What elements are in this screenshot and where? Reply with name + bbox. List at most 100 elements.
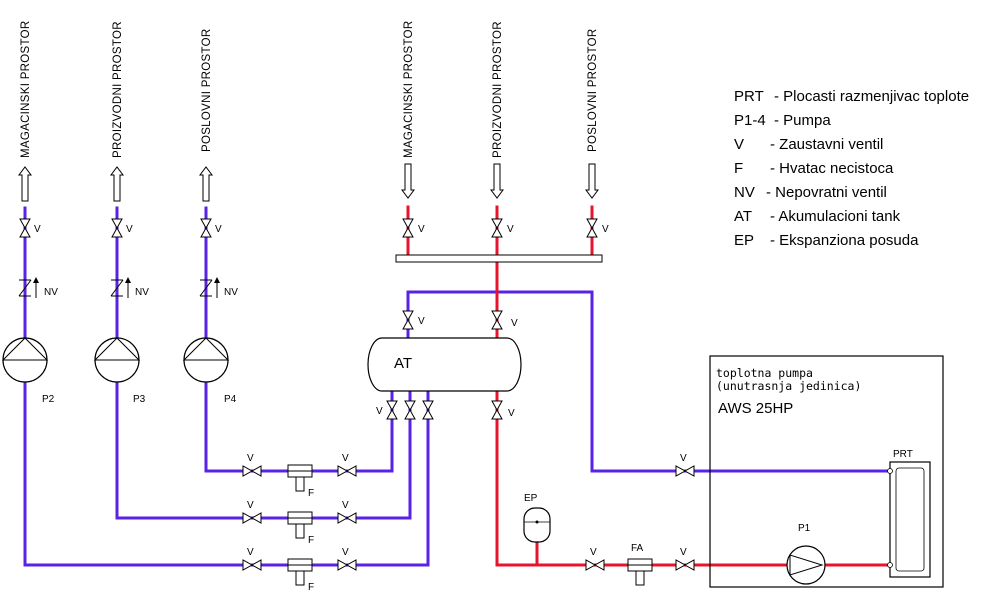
p2-label: P2 (42, 394, 55, 405)
legend-desc: - Pumpa (774, 112, 831, 129)
legend-desc: - Ekspanziona posuda (770, 232, 919, 249)
nv-label-p4: NV (224, 287, 238, 298)
valve-row2-b (337, 512, 357, 524)
valve-row3-b (337, 559, 357, 571)
legend: PRT - Plocasti razmenjivac toplote P1-4 … (734, 88, 996, 256)
legend-abbr: PRT (734, 88, 764, 105)
arrow-up-out2-icon (110, 166, 124, 202)
legend-abbr: AT (734, 208, 753, 225)
v-label-at-bottom: V (376, 406, 383, 417)
v-label-in1: V (418, 224, 425, 235)
nv-label-p3: NV (135, 287, 149, 298)
legend-abbr: F (734, 160, 744, 177)
check-valve-p4 (199, 277, 220, 298)
heat-pump-title: toplotna pumpa (716, 366, 813, 380)
p1-label: P1 (798, 523, 811, 534)
v-label-out1: V (34, 224, 41, 235)
legend-abbr: NV (734, 184, 755, 201)
p4-label: P4 (224, 394, 237, 405)
p3-label: P3 (133, 394, 146, 405)
valve-supply-b (675, 559, 695, 571)
room-label-in3: POSLOVNI PROSTOR (587, 29, 599, 152)
valve-at-bottom-1 (386, 400, 398, 420)
legend-desc: - Nepovratni ventil (766, 184, 887, 201)
expansion-vessel (523, 507, 551, 543)
plate-heat-exchanger (889, 461, 931, 578)
filter-fa (627, 558, 653, 586)
valve-at-supply-top (491, 310, 503, 330)
v-label-out2: V (126, 224, 133, 235)
arrow-up-out3-icon (199, 166, 213, 202)
legend-row-nv: NV - Nepovratni ventil (734, 184, 996, 208)
valve-at-return-top (402, 310, 414, 330)
valve-at-bottom-2 (404, 400, 416, 420)
legend-abbr: EP (734, 232, 755, 249)
prt-port-return (887, 468, 893, 474)
legend-row-at: AT - Akumulacioni tank (734, 208, 996, 232)
room-label-in1: MAGACINSKI PROSTOR (403, 21, 415, 158)
prt-label: PRT (893, 449, 913, 460)
v-label-row2-b: V (342, 500, 349, 511)
legend-row-pumps: P1-4 - Pumpa (734, 112, 996, 136)
legend-desc: - Plocasti razmenjivac toplote (774, 88, 970, 105)
v-label-row3-b: V (342, 547, 349, 558)
v-label-at-supply-bottom: V (508, 408, 515, 419)
room-label-out1: MAGACINSKI PROSTOR (20, 21, 32, 158)
valve-row1-a (242, 465, 262, 477)
valve-at-bottom-3 (422, 400, 434, 420)
pump-p1-arrow-icon (789, 554, 824, 576)
expansion-vessel-dot (535, 520, 539, 524)
valve-out3 (200, 218, 212, 238)
valve-prt-return (675, 465, 695, 477)
room-label-in2: PROIZVODNI PROSTOR (492, 21, 504, 158)
v-label-prt-return: V (680, 453, 687, 464)
v-label-in2: V (507, 224, 514, 235)
arrow-up-out1-icon (18, 166, 32, 202)
check-valve-p3 (110, 277, 131, 298)
pump-p3 (93, 337, 141, 383)
legend-row-f: F - Hvatac necistoca (734, 160, 996, 184)
arrow-down-in2-icon (490, 163, 504, 199)
valve-in2 (491, 218, 503, 238)
plate-heat-exchanger-inner (895, 467, 925, 572)
legend-desc: - Akumulacioni tank (770, 208, 901, 225)
distribution-header (395, 254, 603, 263)
valve-row2-a (242, 512, 262, 524)
heat-pump-model: AWS 25HP (718, 400, 793, 417)
legend-row-ep: EP - Ekspanziona posuda (734, 232, 996, 256)
v-label-row1-a: V (247, 453, 254, 464)
nv-label-p2: NV (44, 287, 58, 298)
valve-in3 (586, 218, 598, 238)
fa-label: FA (631, 543, 644, 554)
heat-pump-subtitle: (unutrasnja jedinica) (716, 379, 861, 393)
check-valve-p2 (18, 277, 39, 298)
prt-port-supply (887, 562, 893, 568)
at-label: AT (394, 355, 412, 372)
f-label-row3: F (308, 582, 314, 593)
legend-desc: - Zaustavni ventil (770, 136, 884, 153)
legend-abbr: P1-4 (734, 112, 766, 129)
heat-pump-unit-box (709, 355, 944, 588)
room-label-out2: PROIZVODNI PROSTOR (112, 21, 124, 158)
v-label-out3: V (215, 224, 222, 235)
valve-out2 (111, 218, 123, 238)
legend-desc: - Hvatac necistoca (770, 160, 894, 177)
valve-row3-a (242, 559, 262, 571)
v-label-in3: V (602, 224, 609, 235)
v-label-row3-a: V (247, 547, 254, 558)
valve-row1-b (337, 465, 357, 477)
arrow-down-in3-icon (585, 163, 599, 199)
v-label-row1-b: V (342, 453, 349, 464)
legend-row-v: V - Zaustavni ventil (734, 136, 996, 160)
valve-supply-a (585, 559, 605, 571)
ep-label: EP (524, 493, 538, 504)
valve-at-supply-bottom (491, 400, 503, 420)
valve-in1 (402, 218, 414, 238)
f-label-row2: F (308, 535, 314, 546)
arrow-down-in1-icon (401, 163, 415, 199)
f-label-row1: F (308, 488, 314, 499)
v-label-supply-a: V (590, 547, 597, 558)
v-label-at-supply-top: V (511, 318, 518, 329)
supply-pipe-at-to-prt (495, 389, 892, 567)
